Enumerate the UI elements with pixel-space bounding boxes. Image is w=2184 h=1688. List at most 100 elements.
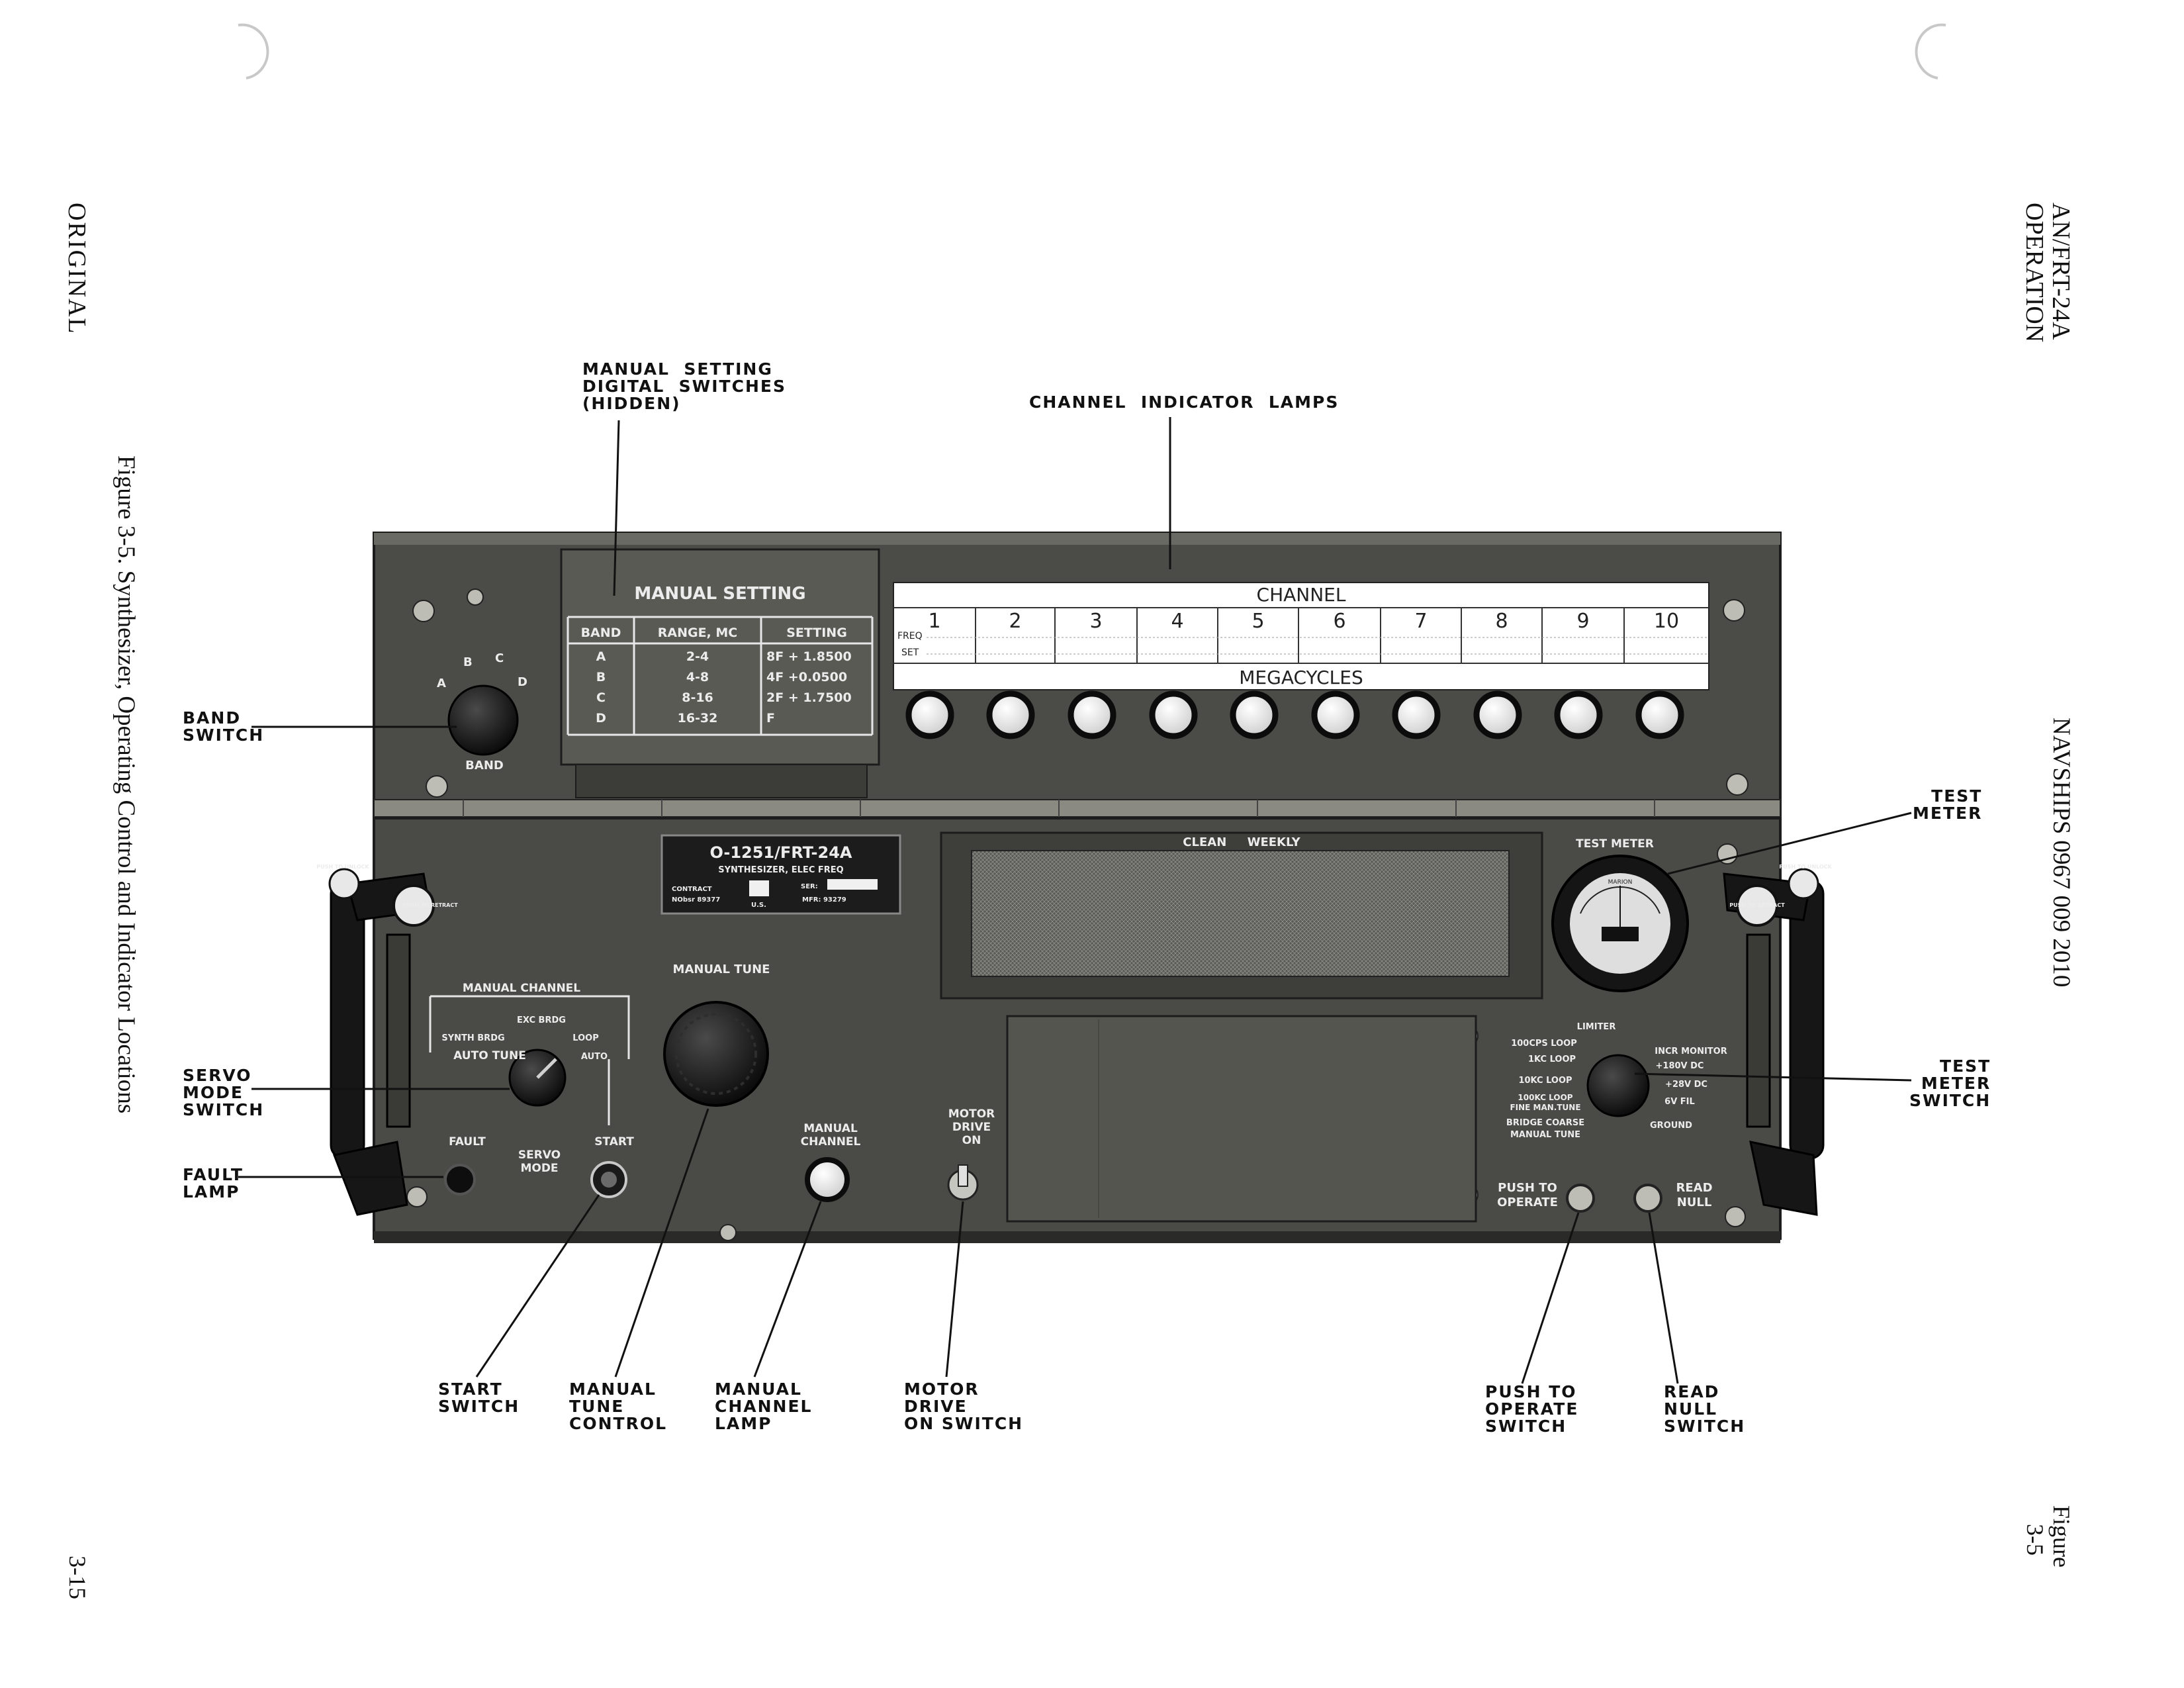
callout-manual-tune-control: MANUAL TUNE CONTROL xyxy=(569,1380,668,1433)
read-null-button xyxy=(1633,1184,1662,1213)
read-null-label-2: NULL xyxy=(1677,1196,1712,1209)
tm-28v: +28V DC xyxy=(1665,1080,1707,1090)
callout-read-null-switch: READ NULL SWITCH xyxy=(1664,1382,1746,1436)
channel-number: 5 xyxy=(1251,610,1264,633)
push-to-operate-label-1: PUSH TO xyxy=(1498,1181,1557,1195)
channel-lamps xyxy=(905,690,1684,739)
hinge xyxy=(373,799,1781,818)
manual-channel-lamp-label-2: CHANNEL xyxy=(801,1135,861,1149)
megacycles-label: MEGACYCLES xyxy=(1239,667,1363,688)
table-cell: C xyxy=(596,690,606,705)
callout-channel-indicator-lamps: CHANNEL INDICATOR LAMPS xyxy=(1029,393,1340,412)
table-cell: 16-32 xyxy=(678,711,718,726)
servo-mode-label-2: MODE xyxy=(520,1162,558,1175)
tm-10kc: 10KC LOOP xyxy=(1518,1076,1572,1086)
access-plate xyxy=(1006,1015,1477,1223)
callout-leaders xyxy=(238,417,1912,1384)
nameplate-mfr: MFR: 93279 xyxy=(802,896,846,904)
manual-channel-lamp-label-1: MANUAL xyxy=(803,1122,858,1135)
callout-servo-mode-switch: SERVO MODE SWITCH xyxy=(183,1066,265,1119)
push-to-unlock-right: PUSH TO UNLOCK xyxy=(1779,864,1832,870)
band-pos-a: A xyxy=(437,677,446,690)
table-cell: 8F + 1.8500 xyxy=(766,649,852,664)
test-meter-label: TEST METER xyxy=(1576,837,1654,851)
callout-start-switch: START SWITCH xyxy=(438,1380,520,1416)
channel-number: 2 xyxy=(1009,610,1021,633)
motor-drive-label-3: ON xyxy=(962,1134,981,1147)
channel-number: 1 xyxy=(928,610,940,633)
set-label: SET xyxy=(901,647,919,658)
left-push-retract-button xyxy=(392,884,435,927)
channel-card xyxy=(893,582,1709,690)
manual-tune-label: MANUAL TUNE xyxy=(673,962,770,976)
band-pos-c: C xyxy=(495,651,504,665)
servo-exc-brdg: EXC BRDG xyxy=(517,1015,566,1025)
nameplate-contract-no: NObsr 89377 xyxy=(672,896,720,904)
band-pos-d: D xyxy=(518,675,527,689)
test-meter-switch-knob xyxy=(1586,1054,1650,1117)
tm-manual-tune: MANUAL TUNE xyxy=(1510,1130,1580,1140)
servo-mode-label-1: SERVO xyxy=(518,1149,561,1162)
channel-number: 3 xyxy=(1089,610,1102,633)
tm-1kc: 1KC LOOP xyxy=(1528,1055,1576,1064)
left-push-unlock-button xyxy=(328,868,360,900)
table-cell: D xyxy=(596,711,606,726)
tm-100kc: 100KC LOOP xyxy=(1518,1093,1572,1102)
callout-band-switch: BAND SWITCH xyxy=(183,708,265,745)
table-cell: 4F +0.0500 xyxy=(766,670,847,684)
tm-ground: GROUND xyxy=(1650,1121,1692,1131)
manual-channel-box-label: MANUAL CHANNEL xyxy=(463,982,580,995)
table-header-range: RANGE, MC xyxy=(658,626,738,640)
callout-test-meter-switch: TEST METER SWITCH xyxy=(1909,1056,1991,1110)
channel-number: 9 xyxy=(1576,610,1589,633)
servo-auto: AUTO xyxy=(581,1052,608,1062)
nameplate-ser: SER: xyxy=(801,883,818,890)
table-cell: 2-4 xyxy=(686,649,709,664)
push-to-retract-left: PUSH TO RETRACT xyxy=(402,902,458,908)
channel-number: 7 xyxy=(1414,610,1427,633)
push-to-operate-label-2: OPERATE xyxy=(1497,1196,1558,1209)
freq-label: FREQ xyxy=(897,631,923,641)
tm-fine: FINE MAN.TUNE xyxy=(1510,1103,1580,1112)
band-label: BAND xyxy=(465,759,504,773)
tm-100cps: 100CPS LOOP xyxy=(1511,1039,1577,1049)
tm-incr: INCR MONITOR xyxy=(1655,1047,1727,1056)
push-to-operate-button xyxy=(1566,1184,1595,1213)
nameplate-contract: CONTRACT xyxy=(672,886,712,893)
motor-drive-label-1: MOTOR xyxy=(948,1107,995,1121)
table-cell: A xyxy=(596,649,606,664)
channel-number: 10 xyxy=(1654,610,1679,633)
table-cell: 4-8 xyxy=(686,670,709,684)
callout-motor-drive-switch: MOTOR DRIVE ON SWITCH xyxy=(904,1380,1024,1433)
servo-synth-brdg: SYNTH BRDG xyxy=(441,1033,504,1043)
servo-loop: LOOP xyxy=(572,1033,598,1043)
manual-channel-lamp xyxy=(805,1157,850,1202)
callout-fault-lamp: FAULT LAMP xyxy=(183,1165,244,1201)
band-pos-b: B xyxy=(463,655,473,669)
table-cell: B xyxy=(596,670,606,684)
servo-auto-tune: AUTO TUNE xyxy=(453,1049,526,1062)
callout-test-meter: TEST METER xyxy=(1913,786,1983,823)
channel-number: 4 xyxy=(1171,610,1183,633)
speaker-grille xyxy=(971,850,1510,977)
nameplate xyxy=(660,834,901,915)
table-cell: 2F + 1.7500 xyxy=(766,690,852,705)
tm-bridge: BRIDGE COARSE xyxy=(1506,1118,1584,1128)
manual-tune-knob xyxy=(663,1001,769,1107)
motor-drive-label-2: DRIVE xyxy=(952,1121,991,1134)
tm-180v: +180V DC xyxy=(1656,1061,1704,1071)
channel-number: 6 xyxy=(1333,610,1345,633)
table-header-band: BAND xyxy=(581,626,621,640)
right-push-retract-button xyxy=(1736,884,1778,927)
tm-6v: 6V FIL xyxy=(1664,1097,1695,1107)
channel-number: 8 xyxy=(1495,610,1508,633)
read-null-label-1: READ xyxy=(1676,1181,1712,1195)
tm-limiter: LIMITER xyxy=(1577,1022,1616,1032)
callout-manual-channel-lamp: MANUAL CHANNEL LAMP xyxy=(715,1380,813,1433)
nameplate-model: O-1251/FRT-24A xyxy=(710,843,852,862)
callout-push-to-operate-switch: PUSH TO OPERATE SWITCH xyxy=(1485,1382,1579,1436)
manual-setting-title: MANUAL SETTING xyxy=(634,584,805,604)
binder-holes xyxy=(238,23,1946,79)
grille-label: CLEAN WEEKLY xyxy=(1183,835,1300,849)
